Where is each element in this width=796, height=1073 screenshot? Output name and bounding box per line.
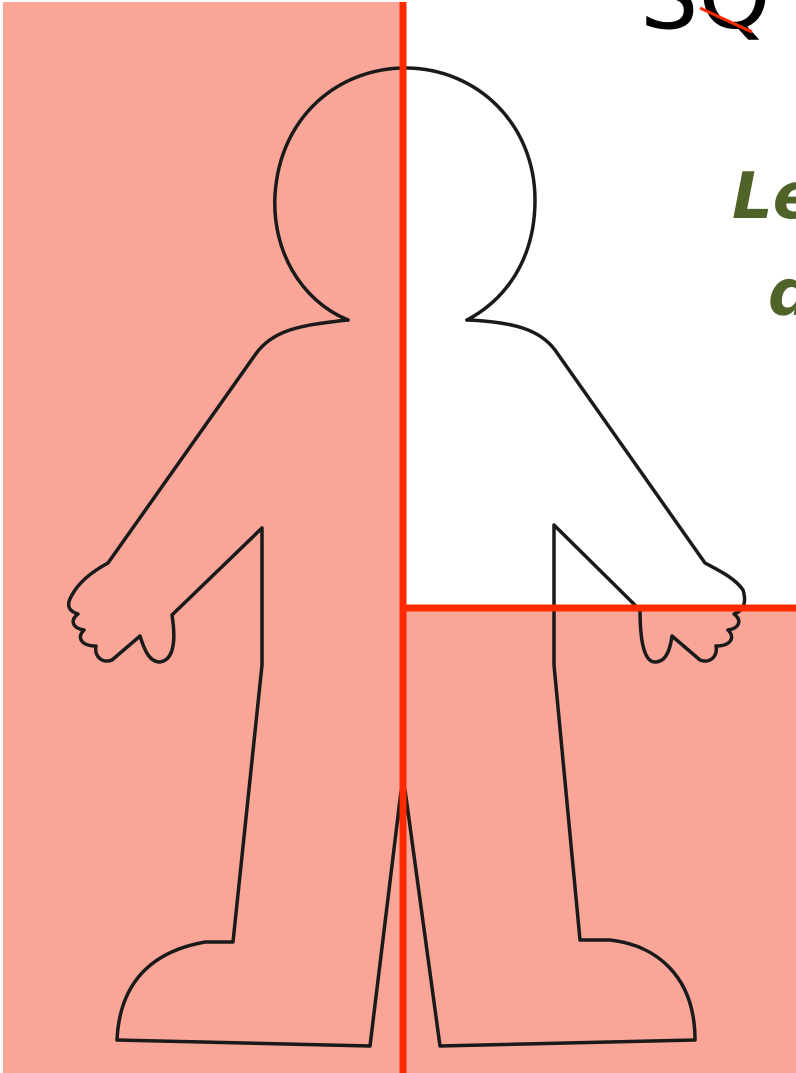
caption-line-2: d <box>768 257 796 331</box>
heading-fragment: SQ <box>640 0 771 50</box>
caption-line-1: Le <box>732 160 796 234</box>
shaded-left-half <box>3 2 403 1073</box>
shaded-bottom-right-quarter <box>403 608 796 1073</box>
